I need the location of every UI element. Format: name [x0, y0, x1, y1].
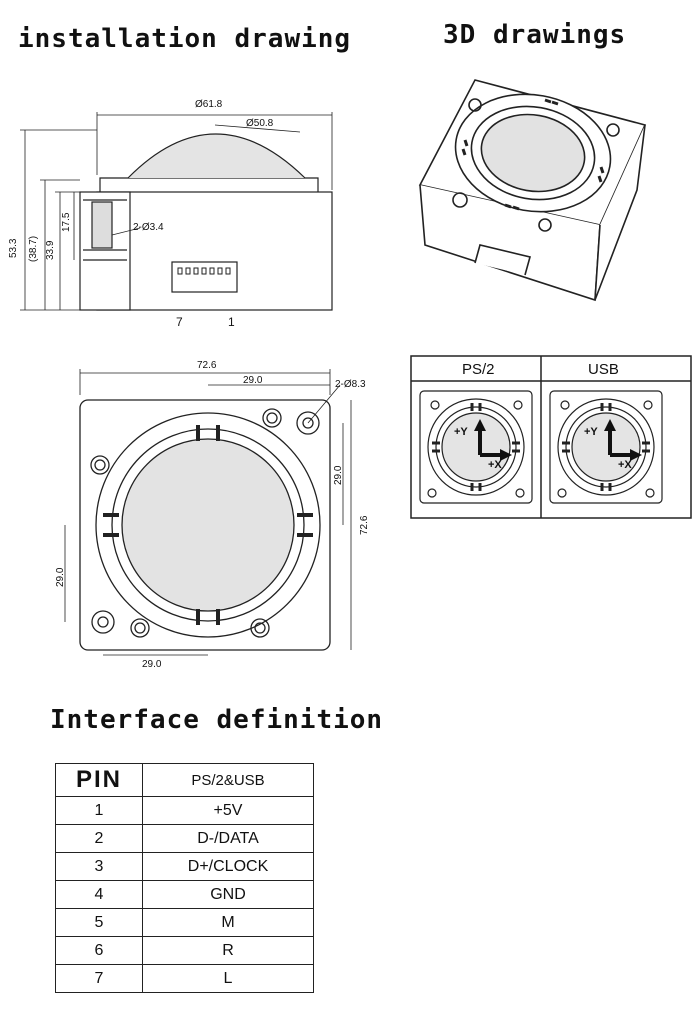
- top-view-drawing: 72.6 29.0 2-Ø8.3 29.0 72.6 29.0 29.0: [55, 360, 370, 670]
- dim-hole: 2-Ø8.3: [335, 379, 366, 390]
- dim-height-sub: (38.7): [28, 236, 39, 262]
- pin-number: 3: [55, 852, 143, 881]
- table-row: 4 GND: [55, 880, 314, 909]
- table-row: 1 +5V: [55, 796, 314, 825]
- usb-header: USB: [588, 361, 619, 378]
- dim-height: 72.6: [359, 515, 370, 535]
- table-header-row: PIN PS/2&USB: [55, 763, 314, 797]
- pin-header: PIN: [55, 763, 143, 797]
- ps2-panel: +Y +X: [419, 390, 533, 504]
- orientation-box: PS/2 USB +Y +X: [410, 355, 692, 519]
- installation-drawing-heading: installation drawing: [18, 24, 352, 54]
- table-row: 2 D-/DATA: [55, 824, 314, 853]
- ps2-header: PS/2: [462, 361, 495, 378]
- pin-signal: M: [142, 908, 314, 937]
- pin-signal: GND: [142, 880, 314, 909]
- pin-number: 7: [55, 964, 143, 993]
- 3d-drawing: [418, 79, 647, 302]
- pin-number: 6: [55, 936, 143, 965]
- dim-height-mid: 33.9: [45, 240, 56, 260]
- dim-spacing-left: 29.0: [55, 567, 66, 587]
- table-row: 5 M: [55, 908, 314, 937]
- dim-hole: 2-Ø3.4: [133, 222, 164, 233]
- pin-signal: +5V: [142, 796, 314, 825]
- pin-number: 1: [55, 796, 143, 825]
- signal-header: PS/2&USB: [142, 763, 314, 797]
- dim-width: 72.6: [197, 360, 217, 371]
- usb-y-label: +Y: [584, 426, 598, 438]
- pin-number: 2: [55, 824, 143, 853]
- pin-label-left: 7: [176, 315, 183, 329]
- dim-spacing-right: 29.0: [333, 465, 344, 485]
- pin-signal: L: [142, 964, 314, 993]
- dim-top-width: Ø61.8: [195, 99, 223, 110]
- pin-signal: D+/CLOCK: [142, 852, 314, 881]
- table-row: 6 R: [55, 936, 314, 965]
- ps2-x-label: +X: [488, 459, 502, 471]
- pin-number: 4: [55, 880, 143, 909]
- dim-spacing-top: 29.0: [243, 375, 263, 386]
- interface-table: PIN PS/2&USB 1 +5V 2 D-/DATA 3 D+/CLOCK …: [55, 763, 314, 993]
- dim-height-small: 17.5: [61, 212, 72, 232]
- table-row: 7 L: [55, 964, 314, 993]
- pin-signal: D-/DATA: [142, 824, 314, 853]
- usb-panel: +Y +X: [549, 390, 663, 504]
- dim-spacing-bottom: 29.0: [142, 659, 162, 670]
- table-row: 3 D+/CLOCK: [55, 852, 314, 881]
- pin-label-right: 1: [228, 315, 235, 329]
- dim-height-total: 53.3: [8, 238, 19, 258]
- ps2-y-label: +Y: [454, 426, 468, 438]
- interface-definition-heading: Interface definition: [50, 705, 384, 735]
- pin-signal: R: [142, 936, 314, 965]
- dim-ball-diameter: Ø50.8: [246, 118, 274, 129]
- 3d-drawings-heading: 3D drawings: [443, 20, 627, 50]
- usb-x-label: +X: [618, 459, 632, 471]
- side-view-drawing: Ø61.8 Ø50.8 2-Ø3.4 53.3 (38.7) 33.9 17.5…: [8, 99, 333, 329]
- pin-number: 5: [55, 908, 143, 937]
